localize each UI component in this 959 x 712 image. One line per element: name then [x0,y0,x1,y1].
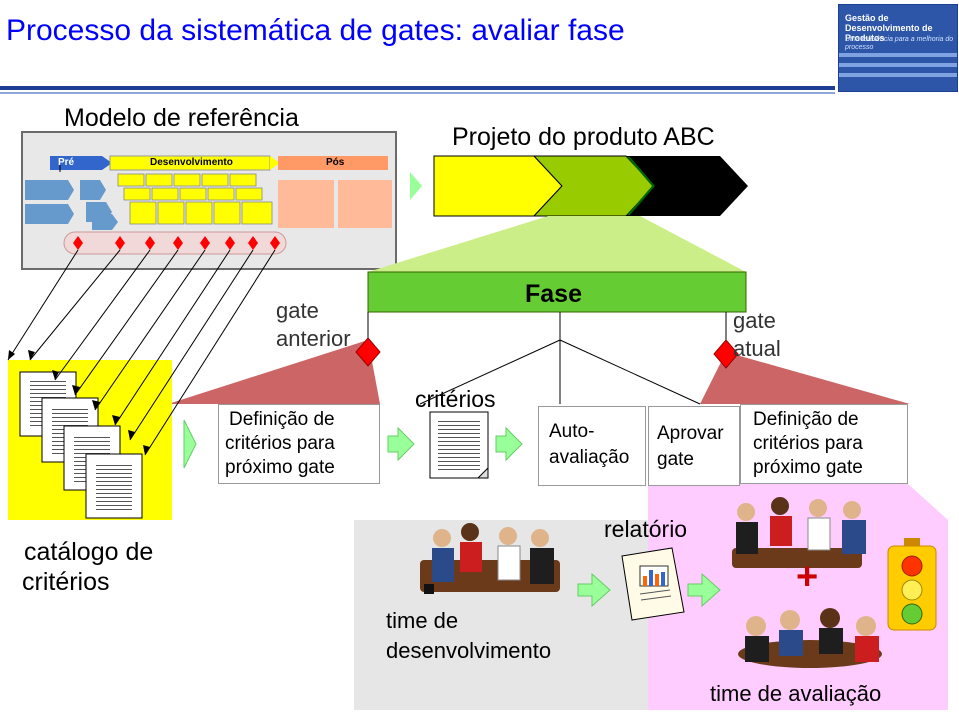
dev-team-line1: time de [386,608,459,633]
criteria-def-right-line1: Definição de [753,409,859,430]
logo-subtitle: Uma referência para a melhoria do proces… [845,36,954,51]
approve-gate-line2: gate [657,449,694,470]
criteria-def-right-line3: próximo gate [753,457,863,478]
self-evaluation-line2: avaliação [549,447,630,468]
dev-team-line2: desenvolvimento [386,638,552,663]
self-evaluation-box: Auto- avaliação [538,406,646,486]
book-logo: Gestão de Desenvolvimento de Produtos Um… [838,4,958,92]
criteria-label: critérios [415,386,496,412]
criteria-def-left-line3: próximo gate [225,457,335,478]
team-meeting-icon [732,497,866,568]
criteria-definition-left-box: Definição de critérios para próximo gate [218,404,380,484]
criteria-definition-right-box: Definição de critérios para próximo gate [740,404,908,484]
project-label: Projeto do produto ABC [452,123,715,151]
team-meeting-icon [420,523,560,594]
eval-team-label: time de avaliação [710,681,882,706]
catalog-label-line2: critérios [22,568,110,596]
arrow-right-icon [183,419,523,469]
criteria-def-right-line2: critérios para [753,433,863,454]
logo-title-1: Gestão de [845,13,889,23]
title-rule-thin [0,92,835,94]
self-evaluation-line1: Auto- [549,421,595,442]
plus-sign: + [796,556,819,598]
criteria-def-left-line2: critérios para [225,433,335,454]
report-label: relatório [604,516,688,542]
document-icon [429,411,489,479]
logo-title-2: Desenvolvimento de Produtos [845,23,933,43]
document-stack-icon [19,371,143,519]
page-title: Processo da sistemática de gates: avalia… [6,14,625,47]
catalog-label-line1: catálogo de [24,538,154,566]
gate-current-line1: gate [733,308,776,333]
gate-current-line2: atual [733,336,781,361]
project-phase-arrows [410,155,748,217]
pre-label: Pré [58,157,75,168]
gate-diamond-icon [355,337,739,369]
title-rule [0,86,835,90]
reference-model-label: Modelo de referência [64,104,299,132]
approve-gate-box: Aprovar gate [648,406,740,486]
development-label: Desenvolvimento [150,157,233,168]
approve-gate-line1: Aprovar [657,423,724,444]
reference-model-panel [21,131,397,270]
traffic-light-icon [887,538,937,631]
criteria-def-left-line1: Definição de [229,409,335,430]
report-chart-icon [621,547,685,621]
team-meeting-icon [738,608,882,668]
gate-previous-line1: gate [276,298,319,323]
phase-label: Fase [525,280,582,308]
pos-label: Pós [326,157,345,168]
gate-previous-line2: anterior [276,326,351,351]
